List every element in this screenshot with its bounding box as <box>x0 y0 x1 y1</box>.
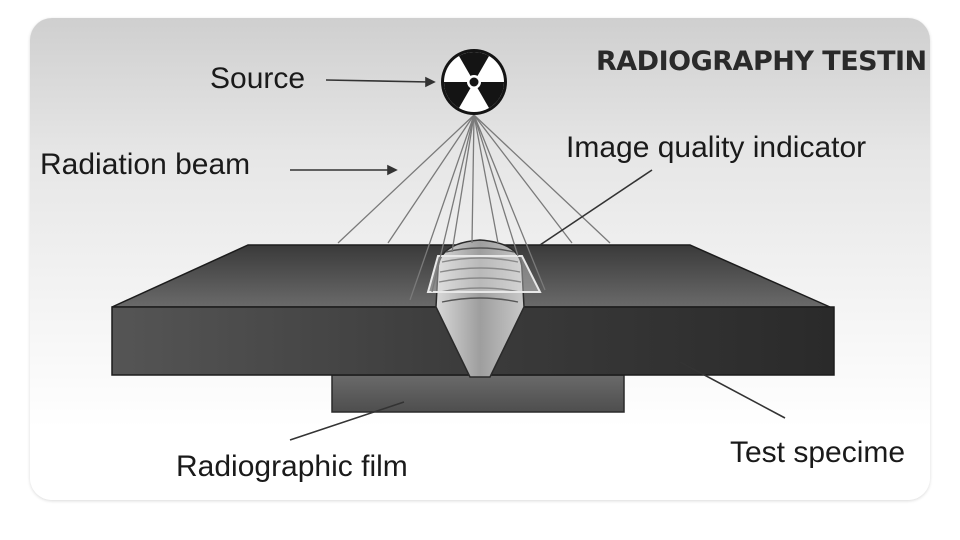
label-radiographic-film: Radiographic film <box>176 450 408 483</box>
pointer-lines <box>289 76 786 441</box>
weld-bead <box>435 239 525 378</box>
radiation-beam-lines <box>337 114 611 301</box>
weld-ripples <box>438 247 522 303</box>
label-image-quality-indicator: Image quality indicator <box>566 131 867 164</box>
label-source: Source <box>210 62 306 95</box>
diagram-title: RADIOGRAPHY TESTIN <box>596 46 927 77</box>
image-quality-indicator-plate <box>426 255 542 293</box>
radiation-trefoil-icon <box>441 49 507 115</box>
label-test-specimen: Test specime <box>730 436 906 469</box>
radiographic-film <box>331 374 625 413</box>
label-radiation-beam: Radiation beam <box>40 148 251 181</box>
